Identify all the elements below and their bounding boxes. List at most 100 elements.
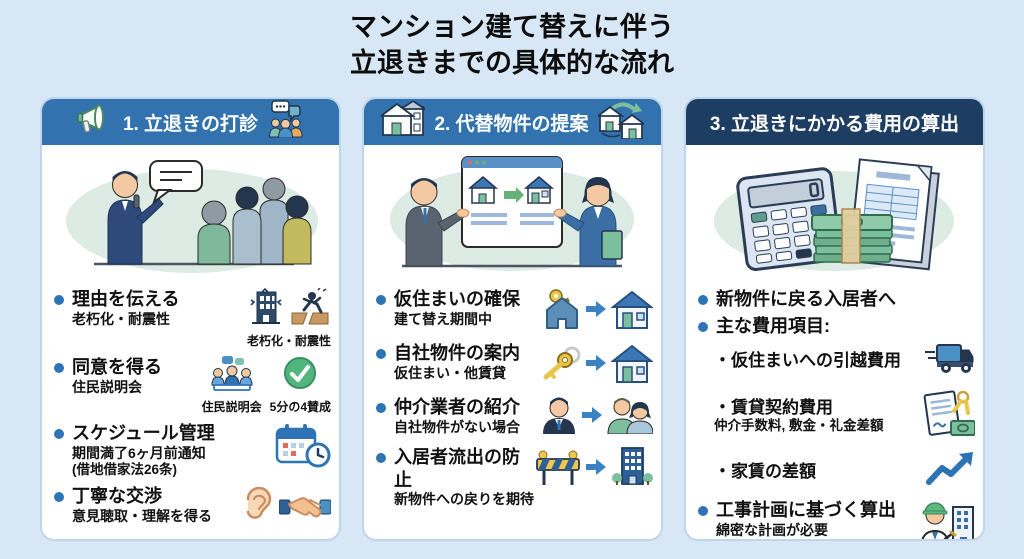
item-title: 自社物件の案内	[394, 343, 520, 363]
key-icon	[541, 346, 581, 385]
panel-3-cost-calculation: 3. 立退きにかかる費用の算出	[684, 97, 985, 541]
meeting-icon	[208, 356, 256, 397]
building-icon	[611, 446, 653, 493]
two-houses-icon	[378, 99, 429, 143]
panel-2-header: 2. 代替物件の提案	[364, 99, 661, 145]
bullet-dot	[54, 295, 64, 305]
tenants-icon	[607, 396, 654, 439]
panel-1-illustration-residents-meeting	[42, 145, 339, 281]
calendar-clock-icon	[275, 422, 331, 473]
item-subtitle: 建て替え期間中	[394, 310, 492, 327]
item-subtitle: 期間満了6ヶ月前通知	[72, 444, 206, 461]
panel-3-items: 新物件に戻る入居者へ 主な費用項目: ・仮住まいへの引越費用	[686, 281, 983, 539]
item-title: 同意を得る	[72, 357, 162, 377]
contract-keys-icon	[921, 387, 976, 444]
megaphone-icon	[76, 103, 114, 141]
cost-items: ・仮住まいへの引越費用	[698, 340, 976, 493]
item-title: 入居者流出の防止	[394, 447, 520, 490]
list-item: ・仮住まいへの引越費用	[714, 340, 975, 381]
item-title: スケジュール管理	[72, 423, 215, 443]
item-subtitle: 新物件への戻りを期待	[394, 491, 534, 507]
page-title: マンション建て替えに伴う 立退きまでの具体的な流れ	[0, 10, 1024, 81]
item-title: 新物件に戻る入居者へ	[716, 289, 896, 309]
panel-2-alternative-property: 2. 代替物件の提案	[362, 97, 663, 541]
icon-caption: 5分の4賛成	[269, 400, 331, 414]
list-item: 新物件に戻る入居者へ	[698, 288, 975, 311]
panel-1-header-label: 1. 立退きの打診	[122, 113, 259, 135]
list-item: 同意を得る 住民説明会	[54, 356, 331, 415]
item-subtitle: 綿密な計画が必要	[716, 521, 828, 538]
item-note: (借地借家法26条)	[72, 462, 178, 477]
item-title: ・仮住まいへの引越費用	[714, 350, 901, 370]
item-subtitle: 自社物件がない場合	[394, 418, 520, 435]
list-item: 主な費用項目:	[698, 315, 975, 338]
list-item: ・賃貸契約費用 仲介手数料, 敷金・礼金差額	[714, 387, 976, 444]
list-item: 入居者流出の防止 新物件への戻りを期待	[376, 446, 653, 509]
bullet-dot	[54, 492, 64, 503]
panel-3-illustration-cost-items	[686, 145, 983, 281]
bullet-dot	[698, 321, 708, 332]
house-move-icon	[594, 99, 647, 145]
bullet-dot	[376, 349, 386, 359]
list-item: 仲介業者の紹介 自社物件がない場合	[376, 396, 654, 439]
list-item: 理由を伝える 老朽化・耐震性	[54, 287, 331, 349]
handshake-icon	[278, 488, 332, 529]
item-subtitle: 仮住まい・他賃貸	[394, 364, 506, 381]
list-item: スケジュール管理 期間満了6ヶ月前通知 (借地借家法26条)	[54, 422, 331, 478]
panel-3-header-label: 3. 立退きにかかる費用の算出	[709, 113, 960, 135]
item-title: 理由を伝える	[72, 289, 180, 309]
panel-1-eviction-approach: 1. 立退きの打診	[40, 97, 341, 541]
panel-2-illustration-property-proposal	[364, 145, 661, 281]
house-icon	[610, 342, 654, 389]
item-subtitle: 意見聴取・理解を得る	[72, 507, 212, 524]
ear-icon	[244, 485, 274, 532]
item-title: 工事計画に基づく算出	[716, 500, 896, 520]
page-title-line2: 立退きまでの具体的な流れ	[350, 47, 674, 78]
trend-up-icon	[925, 450, 975, 493]
bullet-dot	[54, 363, 64, 373]
item-subtitle: 老朽化・耐震性	[72, 310, 170, 327]
item-title: 丁寧な交渉	[72, 486, 162, 507]
icon-caption: 住民説明会	[201, 400, 262, 414]
list-item: 仮住まいの確保 建て替え期間中	[376, 288, 654, 335]
panel-2-header-label: 2. 代替物件の提案	[434, 113, 589, 135]
item-title: 主な費用項目:	[716, 315, 830, 336]
item-title: 仮住まいの確保	[394, 289, 520, 309]
panel-1-header: 1. 立退きの打診	[42, 99, 339, 145]
house-key-icon	[543, 288, 581, 335]
engineer-icon	[917, 499, 975, 539]
chat-people-icon	[267, 100, 305, 144]
bullet-dot	[54, 429, 64, 439]
approval-check-icon	[283, 356, 317, 397]
item-title: 仲介業者の紹介	[394, 397, 520, 417]
icon-caption: 老朽化・耐震性	[246, 334, 331, 348]
bullet-dot	[376, 295, 386, 305]
truck-icon	[923, 340, 975, 381]
list-item: 工事計画に基づく算出 綿密な計画が必要	[698, 499, 975, 539]
bullet-dot	[376, 403, 386, 413]
bullet-dot	[698, 506, 708, 516]
quake-person-icon	[290, 287, 330, 331]
arrow-right-icon	[586, 457, 606, 482]
aging-building-icon	[248, 287, 284, 331]
item-title: ・賃貸契約費用	[714, 397, 833, 417]
arrow-right-icon	[586, 299, 606, 324]
item-subtitle: 仲介手数料, 敷金・礼金差額	[714, 418, 884, 434]
list-item: 丁寧な交渉 意見聴取・理解を得る	[54, 485, 332, 532]
arrow-right-icon	[586, 353, 606, 378]
page-title-line1: マンション建て替えに伴う	[350, 12, 674, 42]
list-item: ・家賃の差額	[714, 450, 975, 493]
bullet-dot	[376, 453, 386, 463]
barricade-icon	[535, 447, 581, 492]
agent-icon	[541, 396, 577, 439]
item-title: ・家賃の差額	[714, 461, 816, 481]
arrow-right-icon	[582, 405, 602, 430]
item-subtitle: 住民説明会	[72, 378, 142, 395]
panel-2-items: 仮住まいの確保 建て替え期間中	[364, 281, 661, 509]
panel-container: 1. 立退きの打診	[40, 97, 985, 541]
bullet-dot	[698, 295, 708, 305]
house-icon	[610, 288, 654, 335]
panel-3-header: 3. 立退きにかかる費用の算出	[686, 99, 983, 145]
list-item: 自社物件の案内 仮住まい・他賃貸	[376, 342, 654, 389]
